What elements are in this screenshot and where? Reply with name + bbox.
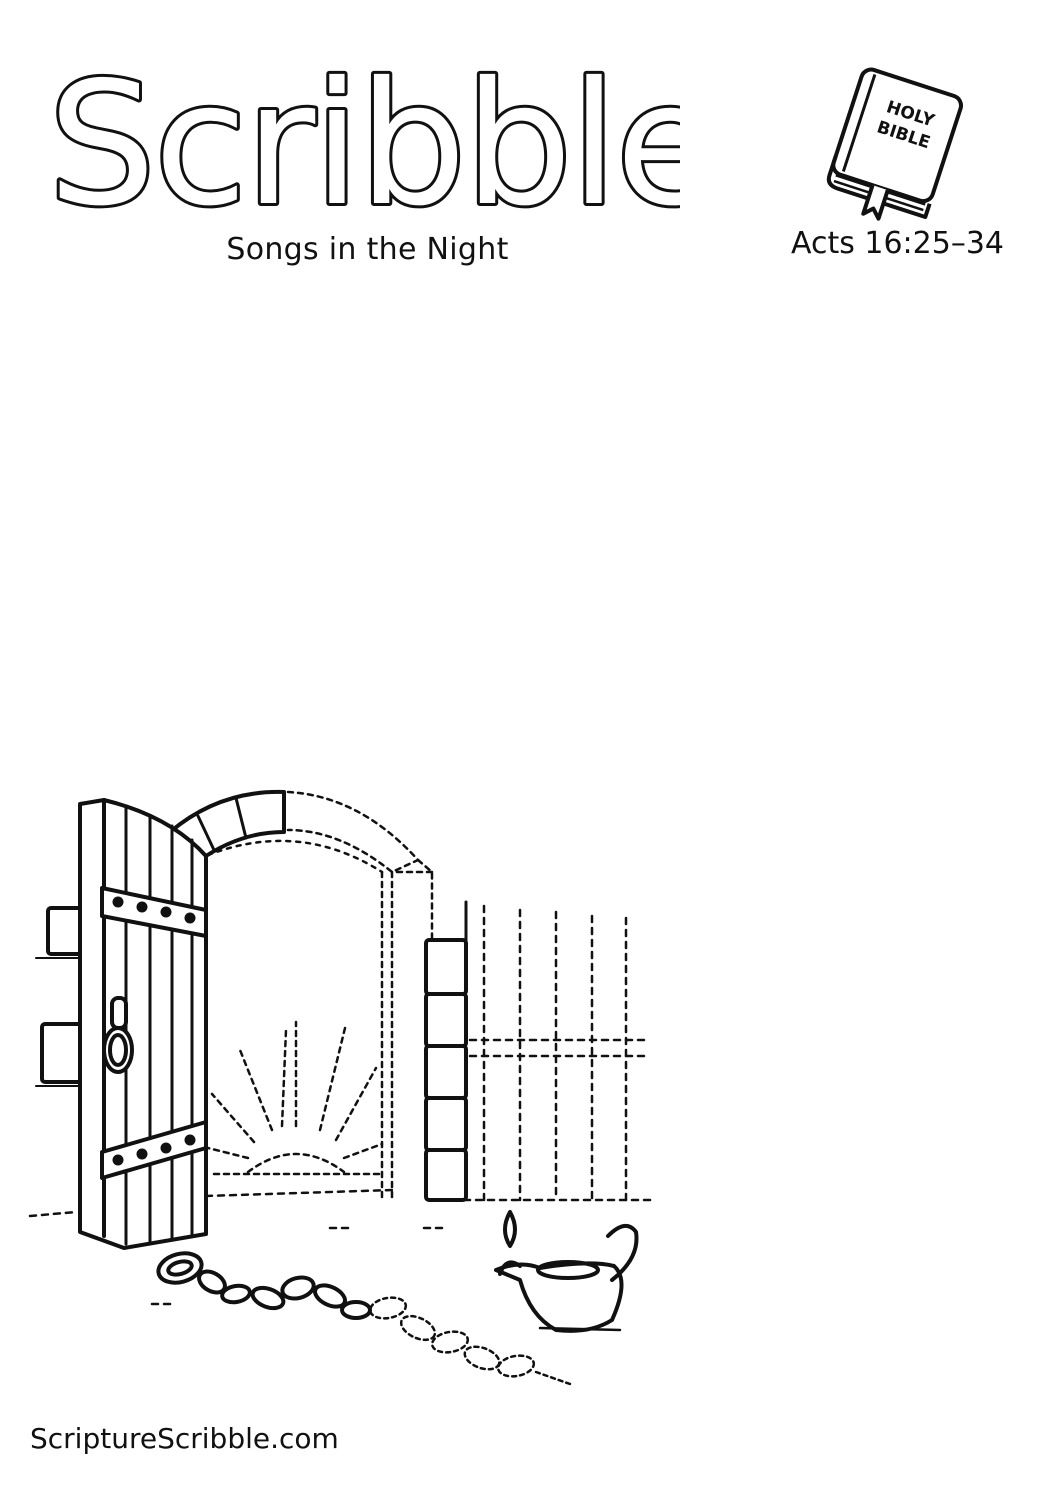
- oil-lamp: [494, 1210, 639, 1333]
- right-pillar: [424, 900, 468, 1202]
- scripture-reference: Acts 16:25–34: [790, 226, 1005, 261]
- prison-bars-dashed: [438, 904, 652, 1202]
- scribble-logo: Scribble: [45, 55, 680, 225]
- ground-lines: [28, 1188, 446, 1306]
- broken-chain-dashed: [368, 1296, 572, 1386]
- footer-website-link[interactable]: ScriptureScribble.com: [30, 1422, 339, 1455]
- holy-bible-icon: HOLY BIBLE: [826, 67, 964, 221]
- arch-dashed: [206, 790, 434, 1202]
- page-subtitle: Songs in the Night: [226, 232, 509, 267]
- logo-text: Scribble: [48, 55, 680, 225]
- left-wall-stones: [35, 906, 84, 1087]
- open-prison-door: [78, 798, 208, 1250]
- coloring-scene: [28, 789, 652, 1386]
- sunrise-dashed: [206, 1020, 384, 1176]
- arch-solid: [168, 789, 286, 862]
- broken-chain: [156, 1251, 372, 1320]
